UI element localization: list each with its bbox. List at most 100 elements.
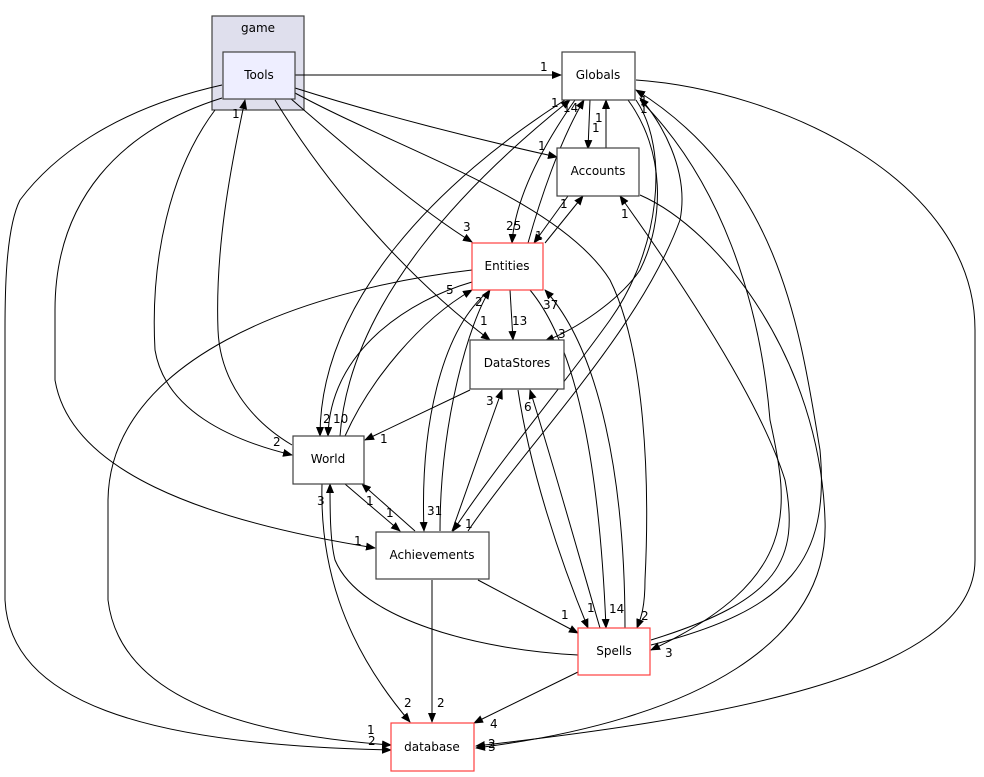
- edge-achievements-globals[interactable]: [467, 97, 683, 532]
- edge-label: 1: [551, 96, 559, 110]
- edge-entities-achievements[interactable]: [419, 289, 491, 532]
- edge-accounts-entities[interactable]: [533, 195, 569, 244]
- node-tools[interactable]: Tools: [222, 51, 296, 100]
- edge-entities-database[interactable]: [107, 269, 473, 749]
- edge-accounts-database[interactable]: [475, 194, 826, 751]
- edge-label: 1: [561, 608, 569, 622]
- edge-world-database[interactable]: [321, 483, 411, 723]
- edge-tools-world[interactable]: [153, 109, 293, 457]
- edge-spells-database[interactable]: [473, 671, 579, 724]
- edge-label: 2: [641, 609, 649, 623]
- node-spells[interactable]: Spells: [577, 627, 651, 676]
- edge-label: 37: [543, 298, 558, 312]
- edge-label: 3: [665, 646, 673, 660]
- edge-tools-accounts[interactable]: [294, 87, 558, 159]
- edge-label: 5: [446, 283, 454, 297]
- edge-label: 1: [592, 121, 600, 135]
- edge-label: 1: [621, 207, 629, 221]
- edge-label: 13: [512, 314, 527, 328]
- edge-datastores-spells[interactable]: [517, 389, 589, 629]
- edge-achievements-datastores[interactable]: [451, 389, 503, 532]
- edge-globals-datastores[interactable]: [544, 99, 658, 342]
- node-label: Achievements: [389, 548, 474, 562]
- edge-label: 14: [563, 101, 578, 115]
- edge-datastores-world[interactable]: [364, 389, 471, 441]
- edge-label: 6: [524, 400, 532, 414]
- edge-spells-accounts[interactable]: [619, 195, 790, 641]
- edge-label: 1: [595, 111, 603, 125]
- node-label: Entities: [485, 259, 530, 273]
- edge-label: 2: [323, 412, 331, 426]
- edge-label: 3: [558, 327, 566, 341]
- edge-tools-achievements[interactable]: [54, 97, 376, 551]
- edge-globals-accounts[interactable]: [584, 99, 593, 150]
- edge-globals-entities[interactable]: [508, 99, 576, 244]
- node-accounts[interactable]: Accounts: [556, 147, 640, 197]
- node-label: World: [311, 452, 345, 466]
- edge-spells-datastores[interactable]: [528, 389, 601, 629]
- edge-globals-database[interactable]: [475, 79, 976, 749]
- edge-tools-entities[interactable]: [289, 97, 473, 243]
- edge-globals-achievements[interactable]: [452, 99, 657, 532]
- node-label: DataStores: [484, 356, 551, 370]
- edge-world-globals[interactable]: [339, 99, 571, 437]
- edge-world-entities[interactable]: [344, 289, 473, 437]
- edge-label: 2: [488, 737, 496, 751]
- edge-tools-spells[interactable]: [294, 92, 648, 629]
- node-label: database: [404, 740, 460, 754]
- edge-spells-world[interactable]: [326, 483, 579, 656]
- node-achievements[interactable]: Achievements: [375, 531, 490, 580]
- edges: 1 1 3 1 2 1 2 2 1 1 1 25 14: [4, 60, 976, 754]
- edge-label: 14: [609, 602, 624, 616]
- node-label: Tools: [243, 68, 274, 82]
- edge-label: 2: [368, 734, 376, 748]
- edge-globals-world[interactable]: [316, 99, 566, 437]
- edge-world-tools[interactable]: [217, 99, 293, 446]
- edge-spells-globals[interactable]: [635, 89, 822, 646]
- node-label: Spells: [596, 644, 632, 658]
- node-entities[interactable]: Entities: [471, 242, 544, 291]
- edge-label: 1: [480, 314, 488, 328]
- edge-label: 3: [463, 220, 471, 234]
- edge-entities-world[interactable]: [324, 281, 473, 437]
- node-world[interactable]: World: [292, 435, 365, 485]
- edge-label: 1: [640, 102, 648, 116]
- node-datastores[interactable]: DataStores: [469, 339, 565, 390]
- edge-label: 3: [317, 494, 325, 508]
- edge-label: 1: [535, 229, 543, 243]
- edge-achievements-world[interactable]: [361, 483, 416, 532]
- edge-label: 1: [386, 506, 394, 520]
- node-database[interactable]: database: [390, 722, 475, 772]
- edge-label: 1: [540, 60, 548, 74]
- edge-label: 3: [488, 740, 496, 754]
- edge-achievements-spells[interactable]: [477, 579, 579, 634]
- edge-label: 1: [640, 94, 648, 108]
- edge-label: 1: [232, 107, 240, 121]
- edge-tools-datastores[interactable]: [274, 99, 491, 341]
- edge-label: 3: [486, 394, 494, 408]
- edge-label: 2: [475, 295, 483, 309]
- cluster-game-label: game: [241, 21, 275, 35]
- edge-entities-globals[interactable]: [527, 99, 585, 244]
- edge-label: 1: [587, 601, 595, 615]
- edge-label: 1: [380, 432, 388, 446]
- edge-spells-entities[interactable]: [544, 289, 626, 629]
- edge-achievements-entities[interactable]: [439, 289, 491, 532]
- edge-tools-database[interactable]: [4, 84, 392, 754]
- edge-label: 1: [367, 723, 375, 737]
- edge-world-achievements[interactable]: [344, 483, 401, 532]
- node-globals[interactable]: Globals: [561, 51, 636, 101]
- edge-globals-spells[interactable]: [639, 99, 782, 651]
- edge-label: 1: [465, 517, 473, 531]
- edge-entities-spells[interactable]: [529, 289, 610, 629]
- edge-entities-accounts[interactable]: [544, 195, 584, 244]
- node-label: Accounts: [571, 164, 626, 178]
- edge-label: 10: [333, 412, 348, 426]
- node-label: Globals: [576, 68, 621, 82]
- edge-label: 2: [404, 696, 412, 710]
- edge-entities-datastores[interactable]: [508, 289, 517, 341]
- edge-label: 25: [506, 219, 521, 233]
- edge-label: 1: [354, 534, 362, 548]
- edge-label: 1: [366, 494, 374, 508]
- edge-label: 2: [437, 696, 445, 710]
